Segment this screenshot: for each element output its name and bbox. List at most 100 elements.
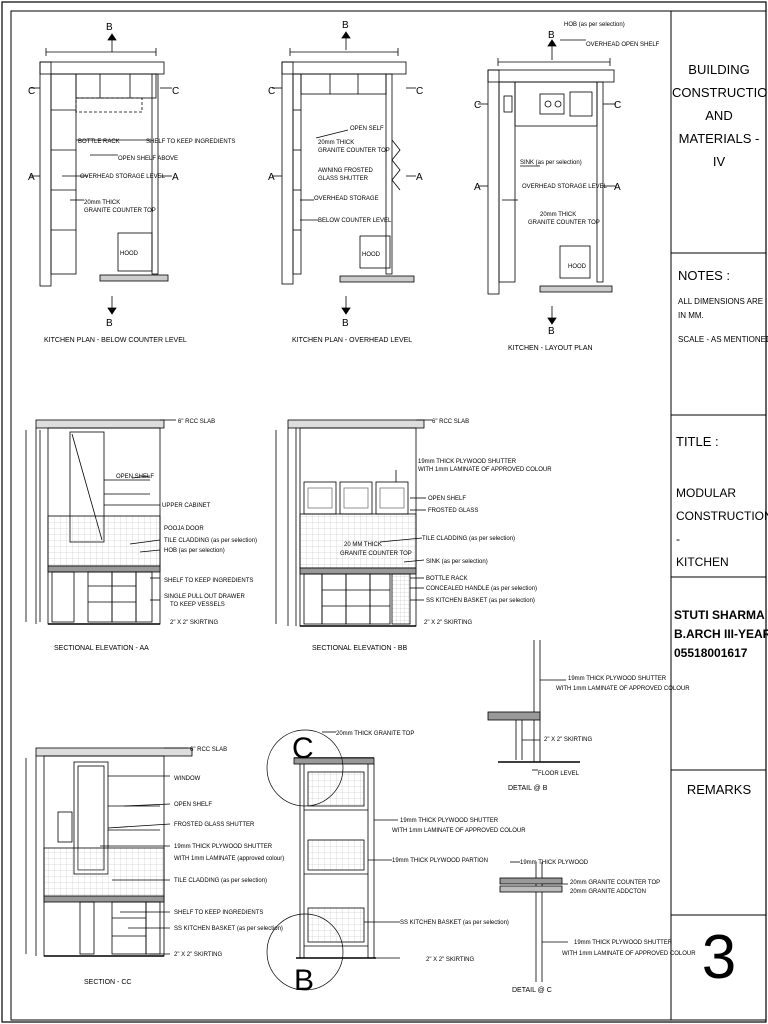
title-line-3: KITCHEN [676,555,729,569]
label-granite-top-bb: GRANITE COUNTER TOP [340,551,412,557]
label-pull-out-drawer: SINGLE PULL OUT DRAWER [164,594,245,600]
label-skirting-detail: 2" X 2" SKIRTING [426,957,474,963]
caption-plan-below: KITCHEN PLAN - BELOW COUNTER LEVEL [44,337,187,344]
section-mark-a-right-3: A [614,182,621,193]
label-skirting-bb: 2" X 2" SKIRTING [424,620,472,626]
student-roll: 05518001617 [674,646,748,660]
section-mark-c-right: C [172,86,179,97]
label-rcc-slab-bb: 6" RCC SLAB [432,419,469,425]
section-mark-b-top-2: B [342,20,349,31]
label-overhead-storage-3: OVERHEAD STORAGE LEVEL [522,184,608,190]
label-hob: HOB (as per selection) [564,22,625,28]
label-upper-cabinet: UPPER CABINET [162,503,211,509]
section-mark-b-bottom-3: B [548,326,555,337]
section-mark-c-right-2: C [416,86,423,97]
label-open-shelf-above: OPEN SHELF ABOVE [118,156,178,162]
label-laminate-db: WITH 1mm LAMINATE OF APPROVED COLOUR [556,686,690,692]
label-open-shelf-cc: OPEN SHELF [174,802,212,808]
label-ss-basket-cc: SS KITCHEN BASKET (as per selection) [174,926,283,932]
note-line-3: SCALE - AS MENTIONED [678,335,768,344]
label-hob-aa: HOB (as per selection) [164,548,225,554]
label-plywood-shutter-detail: 19mm THICK PLYWOOD SHUTTER [400,818,499,824]
label-overhead-storage-2: OVERHEAD STORAGE [314,196,379,202]
label-granite-addcton-dc: 20mm GRANITE ADDCTON [570,889,646,895]
label-rcc-slab-aa: 6" RCC SLAB [178,419,215,425]
label-granite-thick: 20mm THICK [84,200,120,206]
caption-detail-b: DETAIL @ B [508,785,548,792]
label-laminate-dc: WITH 1mm LAMINATE OF APPROVED COLOUR [562,951,696,957]
label-bottle-rack: BOTTLE RACK [78,139,120,145]
detail-c [499,861,568,982]
label-frosted-glass-bb: FROSTED GLASS [428,508,478,514]
caption-section-cc: SECTION - CC [84,979,131,986]
note-line-1: ALL DIMENSIONS ARE [678,297,764,306]
label-plywood-shutter-db: 19mm THICK PLYWOOD SHUTTER [568,676,667,682]
label-awning-frosted: AWNING FROSTED [318,168,373,174]
label-granite-top-detail: 20mm THICK GRANITE TOP [336,731,414,737]
kitchen-plan-below-counter [30,33,172,315]
label-open-shelf-bb: OPEN SHELF [428,496,466,502]
sectional-elevation-bb [275,419,432,627]
label-granite-top-3: GRANITE COUNTER TOP [528,220,600,226]
label-shelf-ingredients-cc: SHELF TO KEEP INGREDIENTS [174,910,263,916]
label-rcc-slab-cc: 6" RCC SLAB [190,747,227,753]
label-skirting-cc: 2" X 2" SKIRTING [174,952,222,958]
drawing-title: MODULAR CONSTRUCTION - KITCHEN [676,482,768,574]
label-granite-thick-3: 20mm THICK [540,212,576,218]
label-keep-vessels: TO KEEP VESSELS [170,602,225,608]
label-ss-basket-detail: SS KITCHEN BASKET (as per selection) [400,920,509,926]
label-below-counter: BELOW COUNTER LEVEL [318,218,392,224]
kitchen-layout-plan [478,39,616,325]
label-concealed-handle: CONCEALED HANDLE (as per selection) [426,586,537,592]
label-shelf-ingredients: SHELF TO KEEP INGREDIENTS [146,139,235,145]
label-granite-thick-2: 20mm THICK [318,140,354,146]
section-cc [25,747,193,957]
label-sink: SINK (as per selection) [520,160,582,166]
label-laminate-cc: WITH 1mm LAMINATE (approved colour) [174,856,284,862]
caption-detail-c: DETAIL @ C [512,987,552,994]
subject-line-2: CONSTRUCTION [672,85,768,100]
section-mark-c-left-2: C [268,86,275,97]
section-mark-b-bottom: B [106,318,113,329]
label-skirting-db: 2" X 2" SKIRTING [544,737,592,743]
title-line-1: MODULAR [676,486,737,500]
section-mark-a-left-2: A [268,172,275,183]
label-partition-detail: 19mm THICK PLYWOOD PARTION [392,858,488,864]
label-overhead-storage: OVERHEAD STORAGE LEVEL [80,174,166,180]
label-granite-top-2: GRANITE COUNTER TOP [318,148,390,154]
label-window: WINDOW [174,776,201,782]
section-mark-c-right-3: C [614,100,621,111]
appliance-label: HOOD [120,251,139,257]
label-open-shelf-aa: OPEN SHELF [116,474,154,480]
label-laminate-detail: WITH 1mm LAMINATE OF APPROVED COLOUR [392,828,526,834]
label-overhead-open-shelf: OVERHEAD OPEN SHELF [586,42,660,48]
subject-line-4: MATERIALS - IV [678,131,760,169]
label-open-self: OPEN SELF [350,126,384,132]
kitchen-plan-overhead [272,31,416,315]
detail-callout-b: B [294,964,314,997]
label-plywood-shutter-dc: 19mm THICK PLYWOOD SHUTTER [574,940,673,946]
label-shelf-ingredients-aa: SHELF TO KEEP INGREDIENTS [164,578,253,584]
label-granite-top: GRANITE COUNTER TOP [84,208,156,214]
label-bottle-rack-bb: BOTTLE RACK [426,576,468,582]
student-info: STUTI SHARMA B.ARCH III-YEAR 05518001617 [674,606,768,663]
cabinet-detail-section [266,729,400,991]
label-floor-level: FLOOR LEVEL [538,771,580,777]
section-mark-a-left-3: A [474,182,481,193]
appliance-label-3: HOOD [568,264,587,270]
caption-layout-plan: KITCHEN - LAYOUT PLAN [508,345,593,352]
section-mark-c-left: C [28,86,35,97]
subject-title: BUILDING CONSTRUCTION AND MATERIALS - IV [672,58,768,173]
label-tile-cladding-bb: TILE CLADDING (as per selection) [422,536,515,542]
label-plywood-dc: 19mm THICK PLYWOOD [520,860,589,866]
label-tile-cladding-cc: TILE CLADDING (as per selection) [174,878,267,884]
student-name: STUTI SHARMA [674,608,765,622]
label-skirting-aa: 2" X 2" SKIRTING [170,620,218,626]
section-mark-a-left: A [28,172,35,183]
section-mark-b-top-3: B [548,30,555,41]
label-glass-shutter: GLASS SHUTTER [318,176,369,182]
section-mark-c-left-3: C [474,100,481,111]
